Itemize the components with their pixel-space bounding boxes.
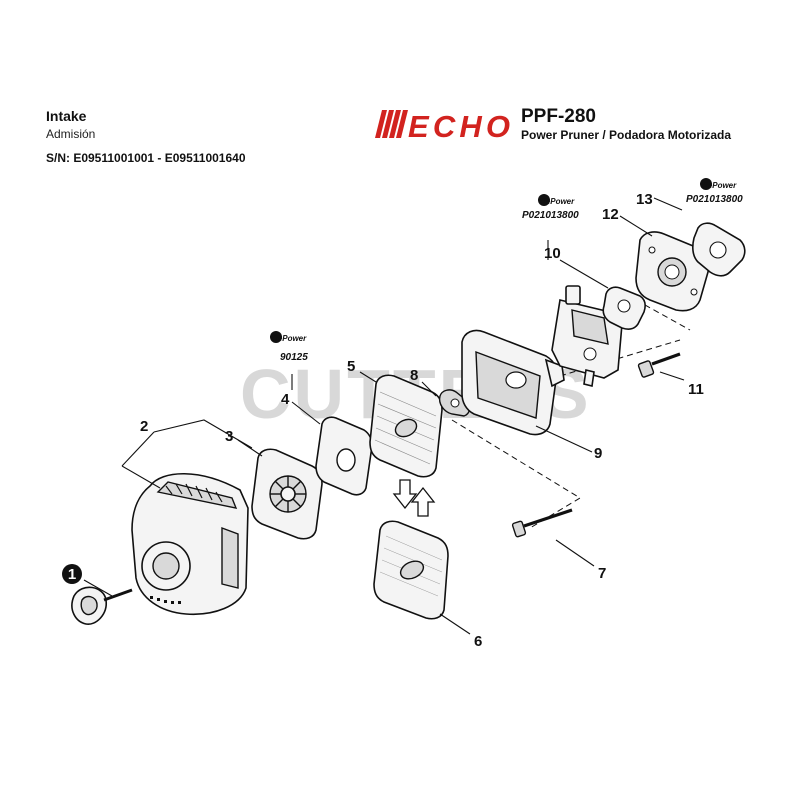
assembly-line-a — [451, 419, 581, 529]
callout-3: 3 — [225, 428, 233, 445]
part-knob — [71, 586, 133, 625]
callout-2: 2 — [140, 418, 148, 435]
callout-13: 13 — [636, 191, 653, 208]
model-number: PPF-280 — [521, 106, 596, 127]
callout-5: 5 — [347, 358, 355, 375]
repower-part-10: P021013800 — [522, 210, 579, 221]
echo-logo: ECHO — [375, 109, 510, 140]
repower-ref-10: RePower P021013800 — [522, 194, 579, 221]
callout-11: 11 — [688, 381, 704, 398]
callout-4: 4 — [281, 391, 290, 408]
leader-lines — [83, 197, 685, 635]
part-filter-alternate — [373, 520, 449, 620]
serial-range: S/N: E09511001001 - E09511001640 — [46, 151, 246, 165]
page-title: Intake — [46, 108, 87, 124]
logo-wordmark: ECHO — [408, 109, 510, 140]
repower-ref-4: RePower 90125 — [270, 331, 308, 363]
model-description: Power Pruner / Podadora Motorizada — [521, 128, 732, 142]
part-air-cleaner-case — [461, 329, 565, 436]
part-foam-filter — [315, 416, 373, 496]
callout-1-circle — [62, 564, 82, 584]
page-subtitle: Admisión — [46, 127, 96, 141]
repower-ref-13: RePower P021013800 — [686, 178, 743, 205]
callout-7: 7 — [598, 565, 606, 582]
logo-stripes — [375, 110, 408, 138]
callout-12: 12 — [602, 206, 619, 223]
part-filter-support — [251, 448, 323, 540]
part-short-bolt — [637, 352, 681, 378]
part-felt-filter — [369, 374, 443, 478]
part-air-cleaner-cover — [131, 472, 249, 616]
replacement-arrows-icon — [392, 479, 436, 517]
repower-part-4: 90125 — [280, 352, 308, 363]
part-insulator-gasket — [692, 222, 746, 277]
repower-badge-10: RePower — [540, 197, 575, 206]
repower-badge-4: RePower — [272, 334, 307, 343]
part-insulator — [635, 231, 710, 312]
part-carburetor — [551, 285, 623, 387]
callout-9: 9 — [594, 445, 602, 462]
repower-badge-13: RePower — [702, 181, 737, 190]
callout-6: 6 — [474, 633, 482, 650]
callout-10: 10 — [544, 245, 561, 262]
callout-8: 8 — [410, 367, 418, 384]
callout-1: 1 — [68, 566, 76, 583]
part-carburetor-gasket — [602, 286, 646, 330]
part-long-bolt — [511, 508, 573, 538]
repower-part-13: P021013800 — [686, 194, 743, 205]
